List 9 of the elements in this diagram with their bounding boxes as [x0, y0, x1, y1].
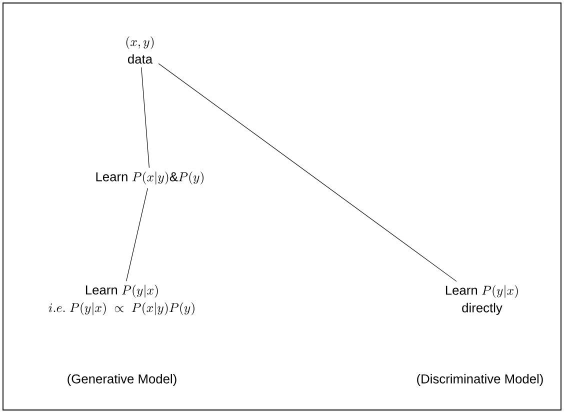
- formula-label: $\text{Learn } P(x|y) \& P(y)$: [96, 172, 204, 184]
- caption-text: (Generative Model): [68, 374, 176, 386]
- connector-line: [126, 188, 148, 282]
- formula-label: $\text{Learn } P(y|x)$ $i.e.\ P(y|x) \;\propto\; P(x|y)P(y)$: [48, 284, 194, 316]
- formula-label: $(x, y)$ $\text{data}$: [126, 36, 154, 64]
- formula-label: $\text{Learn } P(y|x)$ $\text{directly}$: [446, 285, 518, 315]
- connector-line: [158, 63, 457, 282]
- caption-text: (Discriminative Model): [417, 374, 543, 386]
- connector-line: [141, 67, 150, 168]
